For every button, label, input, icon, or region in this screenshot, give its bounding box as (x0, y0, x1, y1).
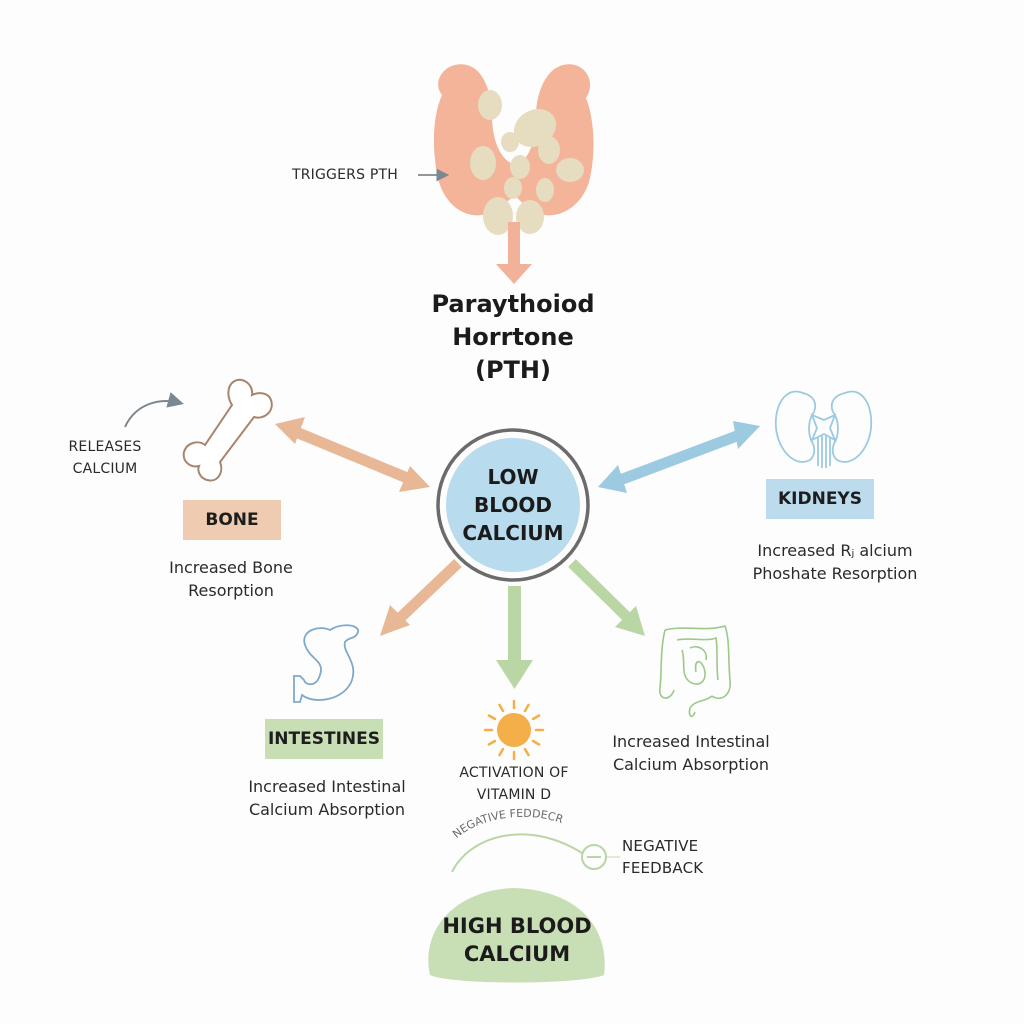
kidneys-box: KIDNEYS (766, 479, 874, 519)
bone-desc-line1: Increased Bone (169, 558, 293, 577)
low-blood-calcium-node (436, 428, 590, 582)
intestines-box: INTESTINES (265, 719, 383, 759)
releases-line1: RELEASES (68, 439, 142, 455)
colon-desc-line1: Increased Intestinal (612, 732, 770, 751)
high-blood-calcium-label: HIGH BLOOD CALCIUM (434, 912, 600, 968)
releases-line2: CALCIUM (72, 461, 138, 477)
bone-description: Increased Bone Resorption (141, 556, 321, 602)
colon-arrow (568, 559, 645, 636)
sun-ray (487, 739, 497, 746)
sun-ray (523, 703, 530, 713)
pth-output-arrow (496, 222, 532, 284)
sun-ray (531, 714, 541, 721)
pth-title: Paraythoiod Horrtone (PTH) (388, 288, 638, 387)
vitamin-d-line1: ACTIVATION OF (459, 765, 569, 781)
colon-desc-line2: Calcium Absorption (612, 755, 770, 774)
sun-ray (531, 739, 541, 746)
bone-icon (182, 378, 273, 482)
high-line1: HIGH BLOOD (442, 914, 592, 938)
vitamin-d-line2: VITAMIN D (476, 787, 552, 803)
releases-calcium-arrow (124, 392, 184, 428)
sun-icon (483, 699, 545, 761)
bone-desc-line2: Resorption (188, 581, 274, 600)
sun-ray (498, 747, 505, 757)
kidneys-desc-line2: Phoshate Resorption (752, 564, 918, 583)
center-line3: CALCIUM (462, 521, 564, 545)
negative-feedback-label: NEGATIVE FEEDBACK (622, 835, 722, 879)
kidney-double-arrow (598, 421, 760, 493)
high-line2: CALCIUM (463, 942, 571, 966)
sun-ray (487, 714, 497, 721)
center-line1: LOW (487, 465, 539, 489)
vitamin-d-arrow (496, 586, 533, 689)
pth-title-line3: (PTH) (475, 356, 551, 384)
feedback-line1: NEGATIVE (622, 837, 699, 855)
colon-icon (659, 625, 731, 718)
thyroid-gland-icon (433, 64, 594, 235)
triggers-pth-label: TRIGGERS PTH (292, 167, 398, 183)
minus-icon (581, 844, 607, 870)
high-blood-calcium-node (428, 888, 605, 983)
pth-title-line2: Horrtone (452, 323, 574, 351)
sun-ray (498, 703, 505, 713)
pth-title-line1: Paraythoiod (431, 290, 595, 318)
intestines-desc-line2: Calcium Absorption (248, 800, 406, 819)
kidneys-desc-line1: Increased Rⱼ alcium (757, 541, 913, 560)
kidneys-description: Increased Rⱼ alcium Phoshate Resorption (735, 539, 935, 585)
colon-description: Increased Intestinal Calcium Absorption (596, 730, 786, 776)
sun-ray (523, 747, 530, 757)
low-blood-calcium-label: LOW BLOOD CALCIUM (448, 463, 578, 547)
releases-calcium-label: RELEASES CALCIUM (50, 436, 160, 480)
kidneys-icon (774, 390, 873, 468)
bone-box: BONE (183, 500, 281, 540)
center-line2: BLOOD (474, 493, 552, 517)
bone-double-arrow (275, 417, 430, 492)
feedback-line2: FEEDBACK (622, 859, 704, 877)
intestines-desc-line1: Increased Intestinal (248, 777, 406, 796)
negative-feedback-arc (451, 833, 620, 873)
intestines-icon (293, 624, 359, 703)
vitamin-d-label: ACTIVATION OF VITAMIN D (444, 762, 584, 806)
intestines-description: Increased Intestinal Calcium Absorption (232, 775, 422, 821)
intestines-arrow (380, 559, 462, 636)
